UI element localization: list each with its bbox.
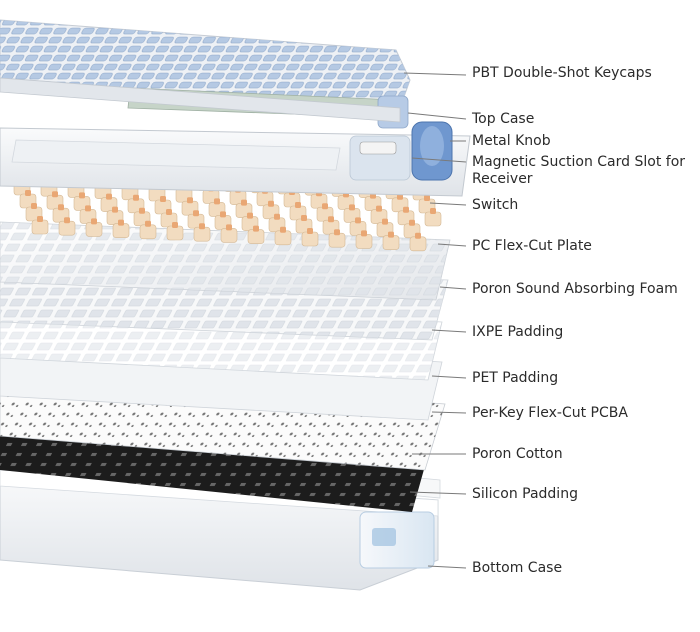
top-case-layer [0, 121, 471, 197]
switch-body [424, 211, 442, 227]
switch-stem [415, 232, 421, 239]
label-switch: Switch [472, 197, 519, 213]
label-ixpe: IXPE Padding [472, 324, 564, 340]
switch-body [355, 234, 373, 249]
switch-stem [295, 202, 301, 208]
switch-body [301, 231, 319, 247]
switch-body [247, 229, 265, 244]
keycaps-layer [0, 19, 411, 129]
switch-stem [424, 195, 430, 201]
switch-stem [334, 229, 340, 236]
switch-stem [112, 206, 118, 213]
label-poron-cotton: Poron Cotton [472, 446, 563, 462]
switch-stem [220, 211, 226, 218]
switch-stem [307, 228, 313, 234]
switch-stem [430, 208, 436, 214]
switch-stem [31, 203, 37, 209]
switch-body [31, 219, 49, 235]
switch-stem [268, 200, 274, 207]
switch-stem [355, 217, 361, 224]
label-bottom-case: Bottom Case [472, 560, 563, 576]
switch-stem [91, 218, 97, 225]
switch-stem [388, 231, 394, 238]
switch-stem [274, 213, 280, 220]
switch-stem [133, 194, 139, 201]
leader-lines [403, 72, 467, 569]
switch-stem [301, 215, 307, 221]
switch-stem [403, 206, 409, 213]
switch-stem [145, 220, 151, 227]
switch-stem [160, 196, 166, 202]
switch-stem [106, 193, 112, 200]
label-pcba: Per-Key Flex-Cut PCBA [472, 405, 628, 421]
switch-stem [247, 212, 253, 219]
switch-body [409, 236, 427, 252]
switch-stem [328, 216, 334, 223]
switch-body [274, 230, 292, 246]
label-plate: PC Flex-Cut Plate [472, 238, 592, 254]
switch-stem [187, 197, 193, 204]
label-card-slot: Magnetic Suction Card Slot for Receiver [472, 154, 686, 187]
switch-body [193, 226, 211, 242]
switch-stem [214, 198, 220, 205]
card-slot-receiver [359, 141, 397, 155]
switch-stem [322, 203, 328, 210]
switch-stem [349, 204, 355, 211]
switch-stem [382, 218, 388, 225]
switch-stem [193, 210, 199, 217]
switch-body [166, 225, 184, 241]
switch-stem [139, 207, 145, 214]
switch-stem [25, 190, 31, 196]
switch-stem [58, 204, 64, 211]
switch-body [139, 224, 157, 240]
switch-stem [172, 222, 178, 228]
switch-stem [118, 219, 124, 226]
switch-stem [241, 199, 247, 206]
switch-body [58, 220, 76, 236]
switch-stem [79, 192, 85, 199]
switch-body [382, 235, 400, 250]
switch-body [85, 222, 103, 237]
switch-stem [280, 226, 286, 233]
switch-stem [226, 224, 232, 231]
switch-stem [199, 223, 205, 230]
label-top-case: Top Case [472, 111, 535, 127]
switch-stem [37, 216, 43, 222]
label-metal-knob: Metal Knob [472, 133, 551, 149]
switch-stem [361, 230, 367, 237]
label-keycaps: PBT Double-Shot Keycaps [472, 65, 652, 81]
switch-stem [52, 191, 58, 198]
switch-stem [253, 225, 259, 232]
switch-stem [409, 219, 415, 226]
switch-stem [166, 209, 172, 215]
switch-body [220, 228, 238, 243]
switch-body [328, 232, 346, 248]
switch-body [112, 223, 130, 238]
switch-stem [85, 205, 91, 212]
label-poron-foam: Poron Sound Absorbing Foam [472, 281, 678, 297]
switch-stem [397, 193, 403, 200]
label-pet: PET Padding [472, 370, 559, 386]
label-silicon: Silicon Padding [472, 486, 578, 502]
switch-stem [64, 217, 70, 224]
switch-stem [376, 205, 382, 212]
